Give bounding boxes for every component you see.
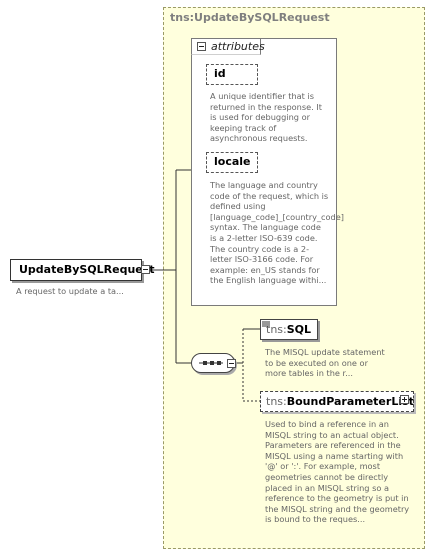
attribute-locale-label: locale bbox=[214, 155, 251, 168]
expand-icon[interactable] bbox=[400, 395, 409, 404]
attribute-id[interactable]: id bbox=[206, 64, 258, 85]
element-sql-prefix: tns: bbox=[266, 323, 287, 336]
attributes-label: attributes bbox=[211, 40, 265, 53]
root-element[interactable]: UpdateBySQLRequest bbox=[10, 259, 155, 281]
root-element-description: A request to update a ta... bbox=[16, 286, 124, 296]
element-boundparameterlist-label: BoundParameterList bbox=[286, 395, 414, 408]
attribute-locale-description: The language and country code of the req… bbox=[210, 180, 344, 286]
element-boundparameterlist-description: Used to bind a reference in an MISQL str… bbox=[265, 419, 410, 525]
content-lines-icon bbox=[262, 321, 270, 327]
sequence-icon bbox=[199, 361, 223, 365]
collapse-icon[interactable] bbox=[141, 265, 150, 274]
element-boundparameterlist-prefix: tns: bbox=[266, 395, 287, 408]
attribute-id-description: A unique identifier that is returned in … bbox=[210, 91, 322, 144]
element-sql-label: SQL bbox=[286, 323, 312, 336]
collapse-icon[interactable] bbox=[197, 42, 206, 51]
element-boundparameterlist[interactable]: tns:BoundParameterList bbox=[260, 391, 414, 412]
complex-type-title: tns:UpdateBySQLRequest bbox=[170, 11, 330, 24]
root-element-label: UpdateBySQLRequest bbox=[19, 263, 155, 276]
attribute-locale[interactable]: locale bbox=[206, 152, 258, 173]
sequence-compositor[interactable] bbox=[191, 353, 235, 373]
attributes-tab[interactable] bbox=[191, 38, 261, 55]
element-sql-description: The MISQL update statement to be execute… bbox=[265, 347, 385, 379]
collapse-icon[interactable] bbox=[227, 359, 236, 368]
element-sql[interactable]: tns:SQL bbox=[260, 319, 318, 340]
attribute-id-label: id bbox=[214, 67, 226, 80]
